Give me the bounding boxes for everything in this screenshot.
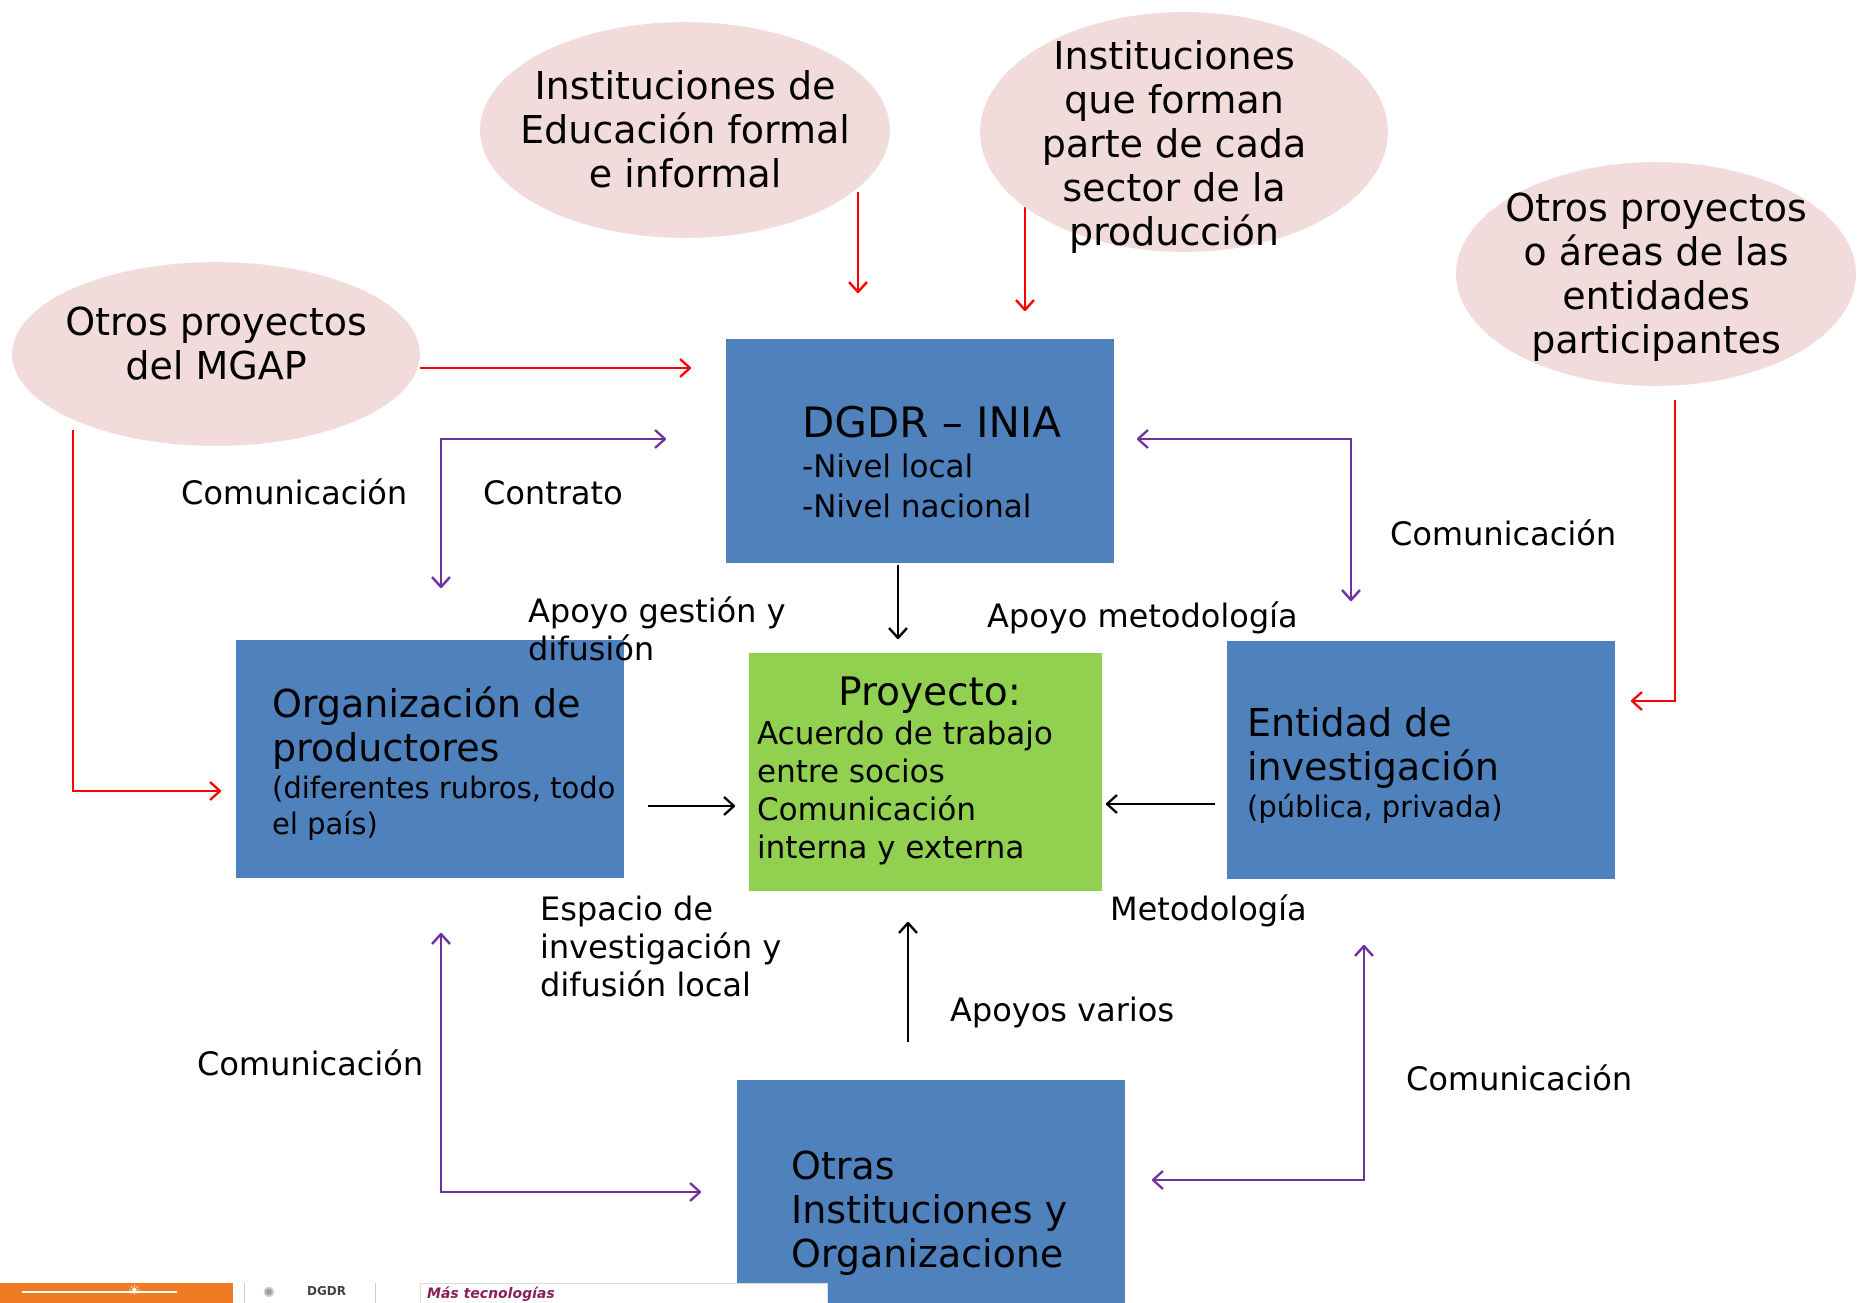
- box-research: Entidad de investigación (pública, priva…: [1227, 641, 1615, 879]
- dgdr-item-local-label: Nivel local: [813, 449, 974, 485]
- research-subtitle: (pública, privada): [1247, 790, 1503, 824]
- research-title: Entidad de investigación: [1247, 701, 1499, 789]
- label-comunicacion-right-top: Comunicación: [1390, 515, 1617, 553]
- label-apoyos-varios: Apoyos varios: [950, 991, 1174, 1029]
- label-comunicacion-right-bottom: Comunicación: [1406, 1060, 1633, 1098]
- box-dgdr-inia: DGDR – INIA -Nivel local -Nivel nacional: [726, 339, 1114, 563]
- ellipse-edu-institutions-label: Instituciones de Educación formal e info…: [520, 64, 850, 196]
- dgdr-item-nacional: -Nivel nacional: [802, 489, 1032, 525]
- dgdr-logo: ✺ DGDR: [244, 1283, 376, 1303]
- mas-tecnologias-text: Más tecnologías: [427, 1286, 555, 1302]
- arrow-other-projects-to-research: [1632, 400, 1676, 701]
- label-metodologia: Metodología: [1110, 890, 1307, 928]
- arrow-research-others: [1153, 946, 1365, 1180]
- box-project: Proyecto: Acuerdo de trabajo entre socio…: [749, 653, 1102, 891]
- other-institutions-title: Otras Instituciones y Organizacione: [791, 1144, 1068, 1276]
- label-contrato: Contrato: [483, 474, 623, 512]
- box-producers: Organización de productores (diferentes …: [236, 640, 624, 878]
- ellipse-edu-institutions: Instituciones de Educación formal e info…: [480, 22, 890, 238]
- dgdr-title: DGDR – INIA: [802, 398, 1062, 447]
- mas-tecnologias-logo: Más tecnologías: [420, 1283, 828, 1303]
- sun-icon: ☀: [128, 1283, 141, 1299]
- arrow-dgdr-research: [1138, 439, 1352, 600]
- ellipse-sector-institutions-label: Instituciones que forman parte de cada s…: [1041, 34, 1307, 254]
- project-title: Proyecto:: [838, 670, 1021, 715]
- producers-title: Organización de productores: [272, 682, 581, 770]
- ellipse-mgap-projects-label: Otros proyectos del MGAP: [65, 300, 367, 388]
- dgdr-item-nacional-label: Nivel nacional: [813, 489, 1032, 525]
- orange-logo: ☀: [0, 1283, 233, 1303]
- label-comunicacion-left-bottom: Comunicación: [197, 1045, 424, 1083]
- label-espacio: Espacio de investigación y difusión loca…: [540, 890, 782, 1004]
- box-other-institutions: Otras Instituciones y Organizacione: [737, 1080, 1125, 1303]
- producers-subtitle: (diferentes rubros, todo el país): [272, 771, 616, 841]
- dgdr-item-local: -Nivel local: [802, 449, 974, 485]
- label-apoyo-metodologia: Apoyo metodología: [987, 597, 1298, 635]
- seal-icon: ✺: [263, 1285, 275, 1301]
- label-apoyo-gestion: Apoyo gestión y difusión: [528, 592, 786, 668]
- ellipse-mgap-projects: Otros proyectos del MGAP: [12, 262, 420, 446]
- orange-logo-line: [22, 1291, 177, 1293]
- dgdr-logo-text: DGDR: [307, 1284, 347, 1298]
- ellipse-other-projects-label: Otros proyectos o áreas de las entidades…: [1505, 186, 1807, 362]
- ellipse-sector-institutions: Instituciones que forman parte de cada s…: [980, 12, 1388, 254]
- project-body: Acuerdo de trabajo entre socios Comunica…: [757, 716, 1053, 866]
- ellipse-other-projects: Otros proyectos o áreas de las entidades…: [1456, 162, 1856, 386]
- label-comunicacion-left-top: Comunicación: [181, 474, 408, 512]
- arrow-mgap-to-producers: [72, 430, 220, 791]
- arrow-producers-dgdr: [440, 439, 665, 587]
